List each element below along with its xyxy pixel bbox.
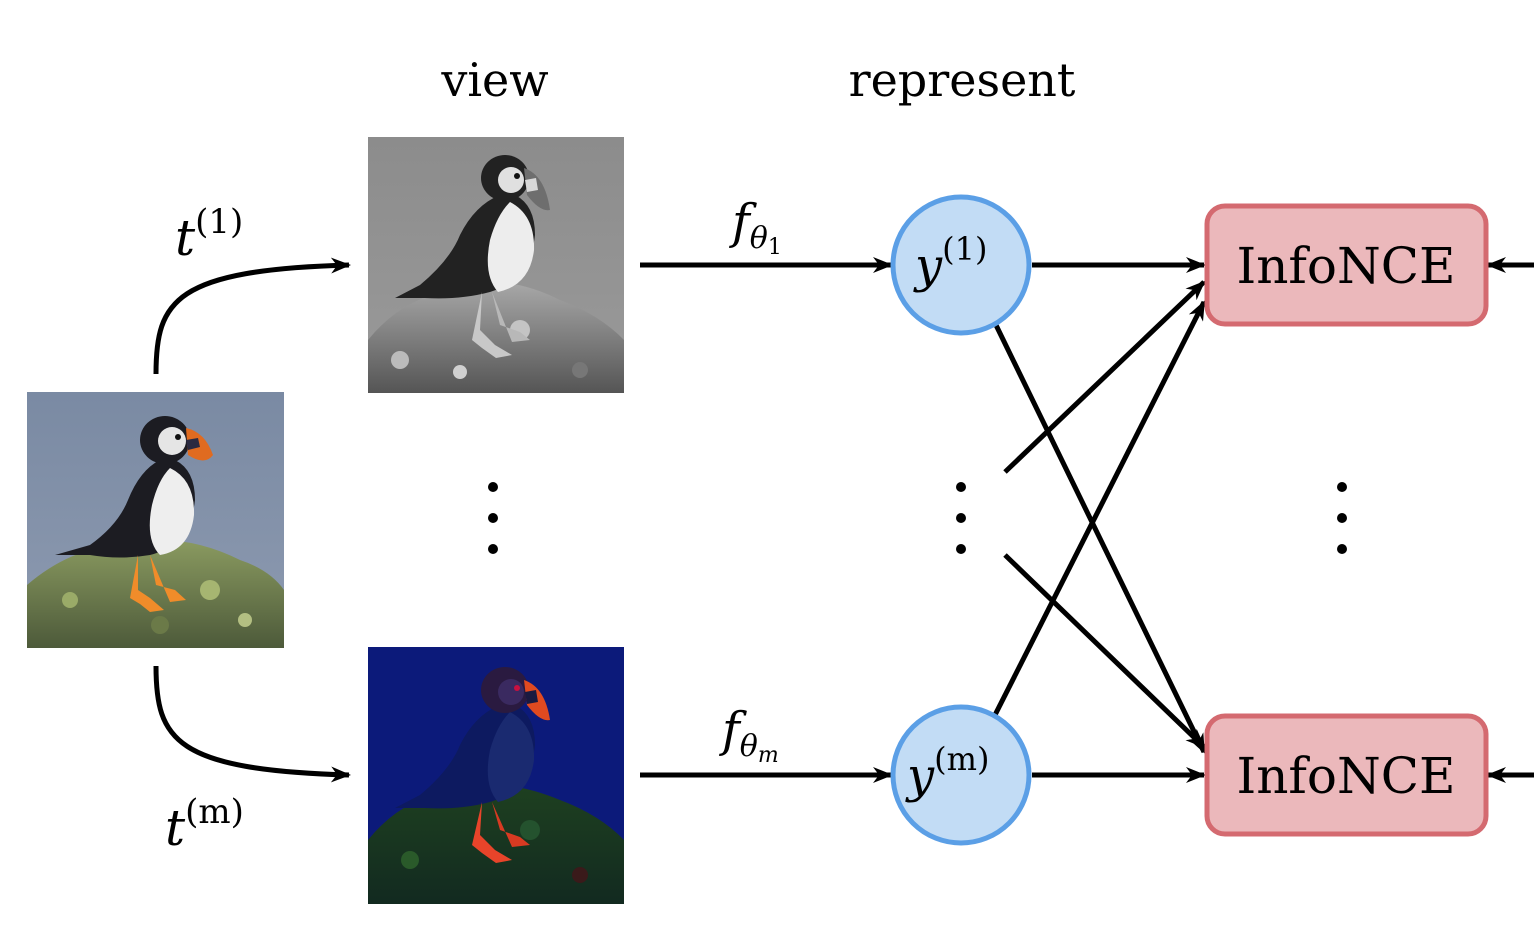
original-puffin-image [27, 392, 284, 648]
view-1-grayscale-image [368, 137, 624, 393]
arrow-dots-to-loss1 [1003, 280, 1206, 474]
label-t1: t(1) [175, 202, 243, 267]
arrow-ym-to-loss1 [992, 300, 1207, 717]
label-f1: fθ1 [729, 194, 782, 260]
arrow-tm [153, 665, 351, 783]
loss-m-label: InfoNCE [1236, 747, 1455, 805]
label-tm: t(m) [165, 792, 244, 857]
label-fm: fθm [719, 702, 779, 768]
view-m-color-distorted-image [368, 647, 624, 904]
header-represent: represent [849, 53, 1076, 107]
loss-box-m: InfoNCE [1204, 713, 1489, 837]
loss-1-label: InfoNCE [1236, 237, 1455, 295]
svg-text:y(1): y(1) [913, 230, 987, 294]
node-y1: y(1) [890, 194, 1032, 336]
arrow-dots-to-lossm [1003, 553, 1206, 749]
ellipsis-losses [1337, 482, 1347, 554]
header-view: view [440, 53, 548, 107]
arrow-y1-to-lossm [992, 321, 1207, 754]
loss-box-1: InfoNCE [1204, 203, 1489, 327]
node-ym: y(m) [890, 704, 1032, 846]
svg-text:y(m): y(m) [905, 740, 989, 804]
arrow-t1 [153, 257, 351, 375]
ellipsis-views [488, 482, 498, 554]
ellipsis-representations [956, 482, 966, 554]
